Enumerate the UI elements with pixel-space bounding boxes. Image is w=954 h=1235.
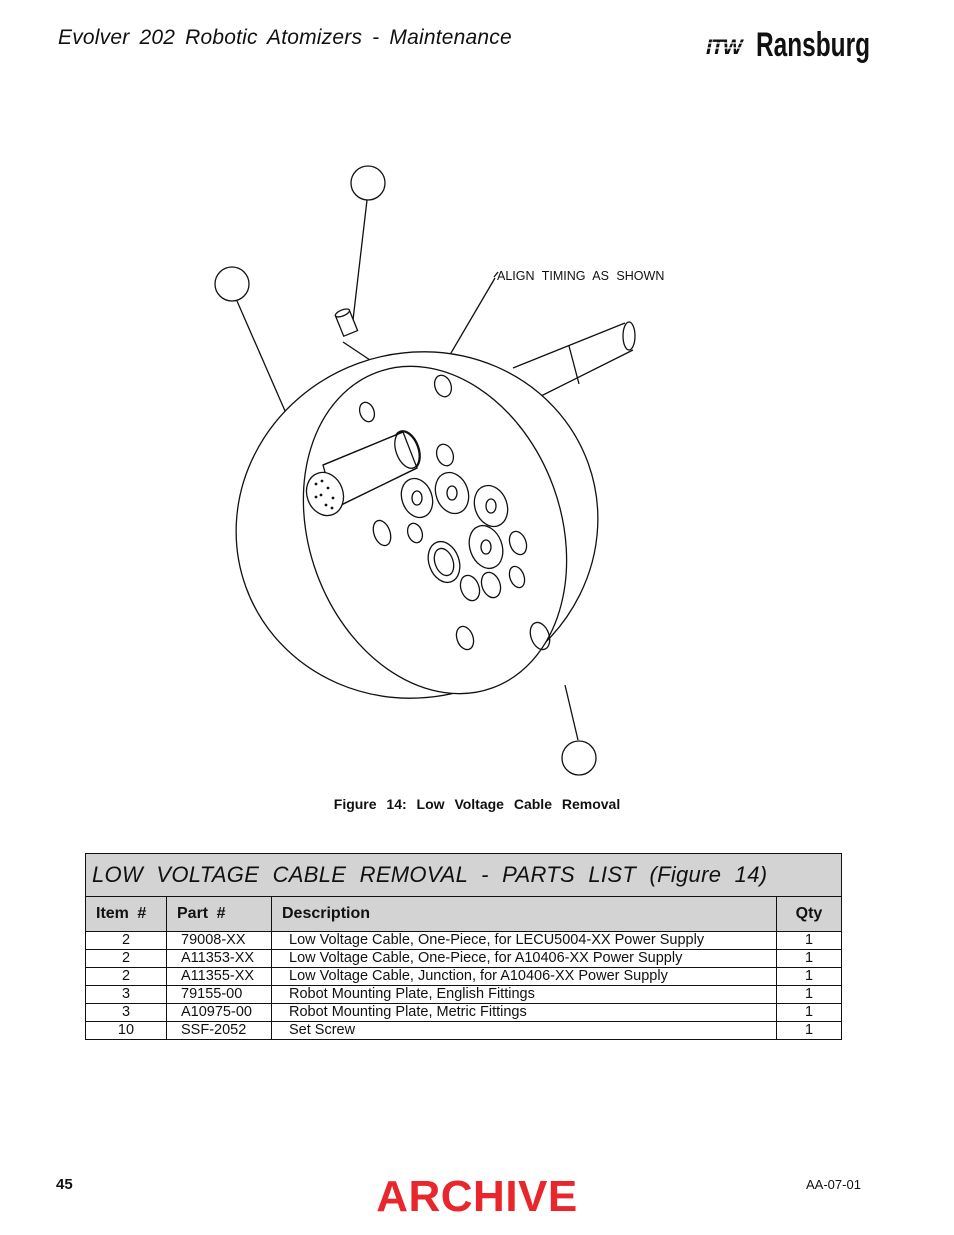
cell-item: 2 <box>85 931 167 950</box>
cell-qty: 1 <box>776 985 842 1004</box>
cell-part: SSF-2052 <box>166 1021 272 1040</box>
align-timing-callout: ALIGN TIMING AS SHOWN <box>497 269 664 283</box>
cell-part: A11355-XX <box>166 967 272 986</box>
cell-qty: 1 <box>776 1003 842 1022</box>
page-number: 45 <box>56 1176 73 1193</box>
document-code: AA-07-01 <box>806 1177 861 1192</box>
table-row: 2 A11355-XX Low Voltage Cable, Junction,… <box>85 967 842 986</box>
cell-part: 79008-XX <box>166 931 272 950</box>
callout-balloon-bottom <box>561 740 597 776</box>
cell-item: 10 <box>85 1021 167 1040</box>
table-row: 3 A10975-00 Robot Mounting Plate, Metric… <box>85 1003 842 1022</box>
table-header-row: Item # Part # Description Qty <box>85 896 842 932</box>
cell-qty: 1 <box>776 931 842 950</box>
table-row: 10 SSF-2052 Set Screw 1 <box>85 1021 842 1040</box>
cell-description: Low Voltage Cable, One-Piece, for A10406… <box>271 949 777 968</box>
cell-qty: 1 <box>776 967 842 986</box>
parts-list-title: LOW VOLTAGE CABLE REMOVAL - PARTS LIST (… <box>85 853 842 897</box>
logo-name: Ransburg <box>756 26 870 64</box>
cell-item: 2 <box>85 967 167 986</box>
table-row: 3 79155-00 Robot Mounting Plate, English… <box>85 985 842 1004</box>
document-header-title: Evolver 202 Robotic Atomizers - Maintena… <box>58 26 512 49</box>
archive-watermark: ARCHIVE <box>376 1172 578 1221</box>
cell-description: Robot Mounting Plate, Metric Fittings <box>271 1003 777 1022</box>
cell-description: Robot Mounting Plate, English Fittings <box>271 985 777 1004</box>
column-header-qty: Qty <box>776 896 842 932</box>
table-row: 2 79008-XX Low Voltage Cable, One-Piece,… <box>85 931 842 950</box>
figure-caption: Figure 14: Low Voltage Cable Removal <box>333 796 621 812</box>
table-row: 2 A11353-XX Low Voltage Cable, One-Piece… <box>85 949 842 968</box>
cell-item: 3 <box>85 985 167 1004</box>
cell-description: Set Screw <box>271 1021 777 1040</box>
cell-item: 2 <box>85 949 167 968</box>
column-header-item: Item # <box>85 896 167 932</box>
column-header-part: Part # <box>166 896 272 932</box>
cell-part: 79155-00 <box>166 985 272 1004</box>
cell-part: A10975-00 <box>166 1003 272 1022</box>
exploded-view-figure: ALIGN TIMING AS SHOWN <box>214 165 664 776</box>
column-header-description: Description <box>271 896 777 932</box>
callout-balloon-left <box>214 266 250 302</box>
itw-ransburg-logo: ITW Ransburg <box>706 26 870 64</box>
cell-qty: 1 <box>776 1021 842 1040</box>
cell-description: Low Voltage Cable, One-Piece, for LECU50… <box>271 931 777 950</box>
cell-description: Low Voltage Cable, Junction, for A10406-… <box>271 967 777 986</box>
callout-balloon-top <box>350 165 386 201</box>
parts-list-table: LOW VOLTAGE CABLE REMOVAL - PARTS LIST (… <box>85 853 842 1040</box>
cell-item: 3 <box>85 1003 167 1022</box>
cell-qty: 1 <box>776 949 842 968</box>
cell-part: A11353-XX <box>166 949 272 968</box>
